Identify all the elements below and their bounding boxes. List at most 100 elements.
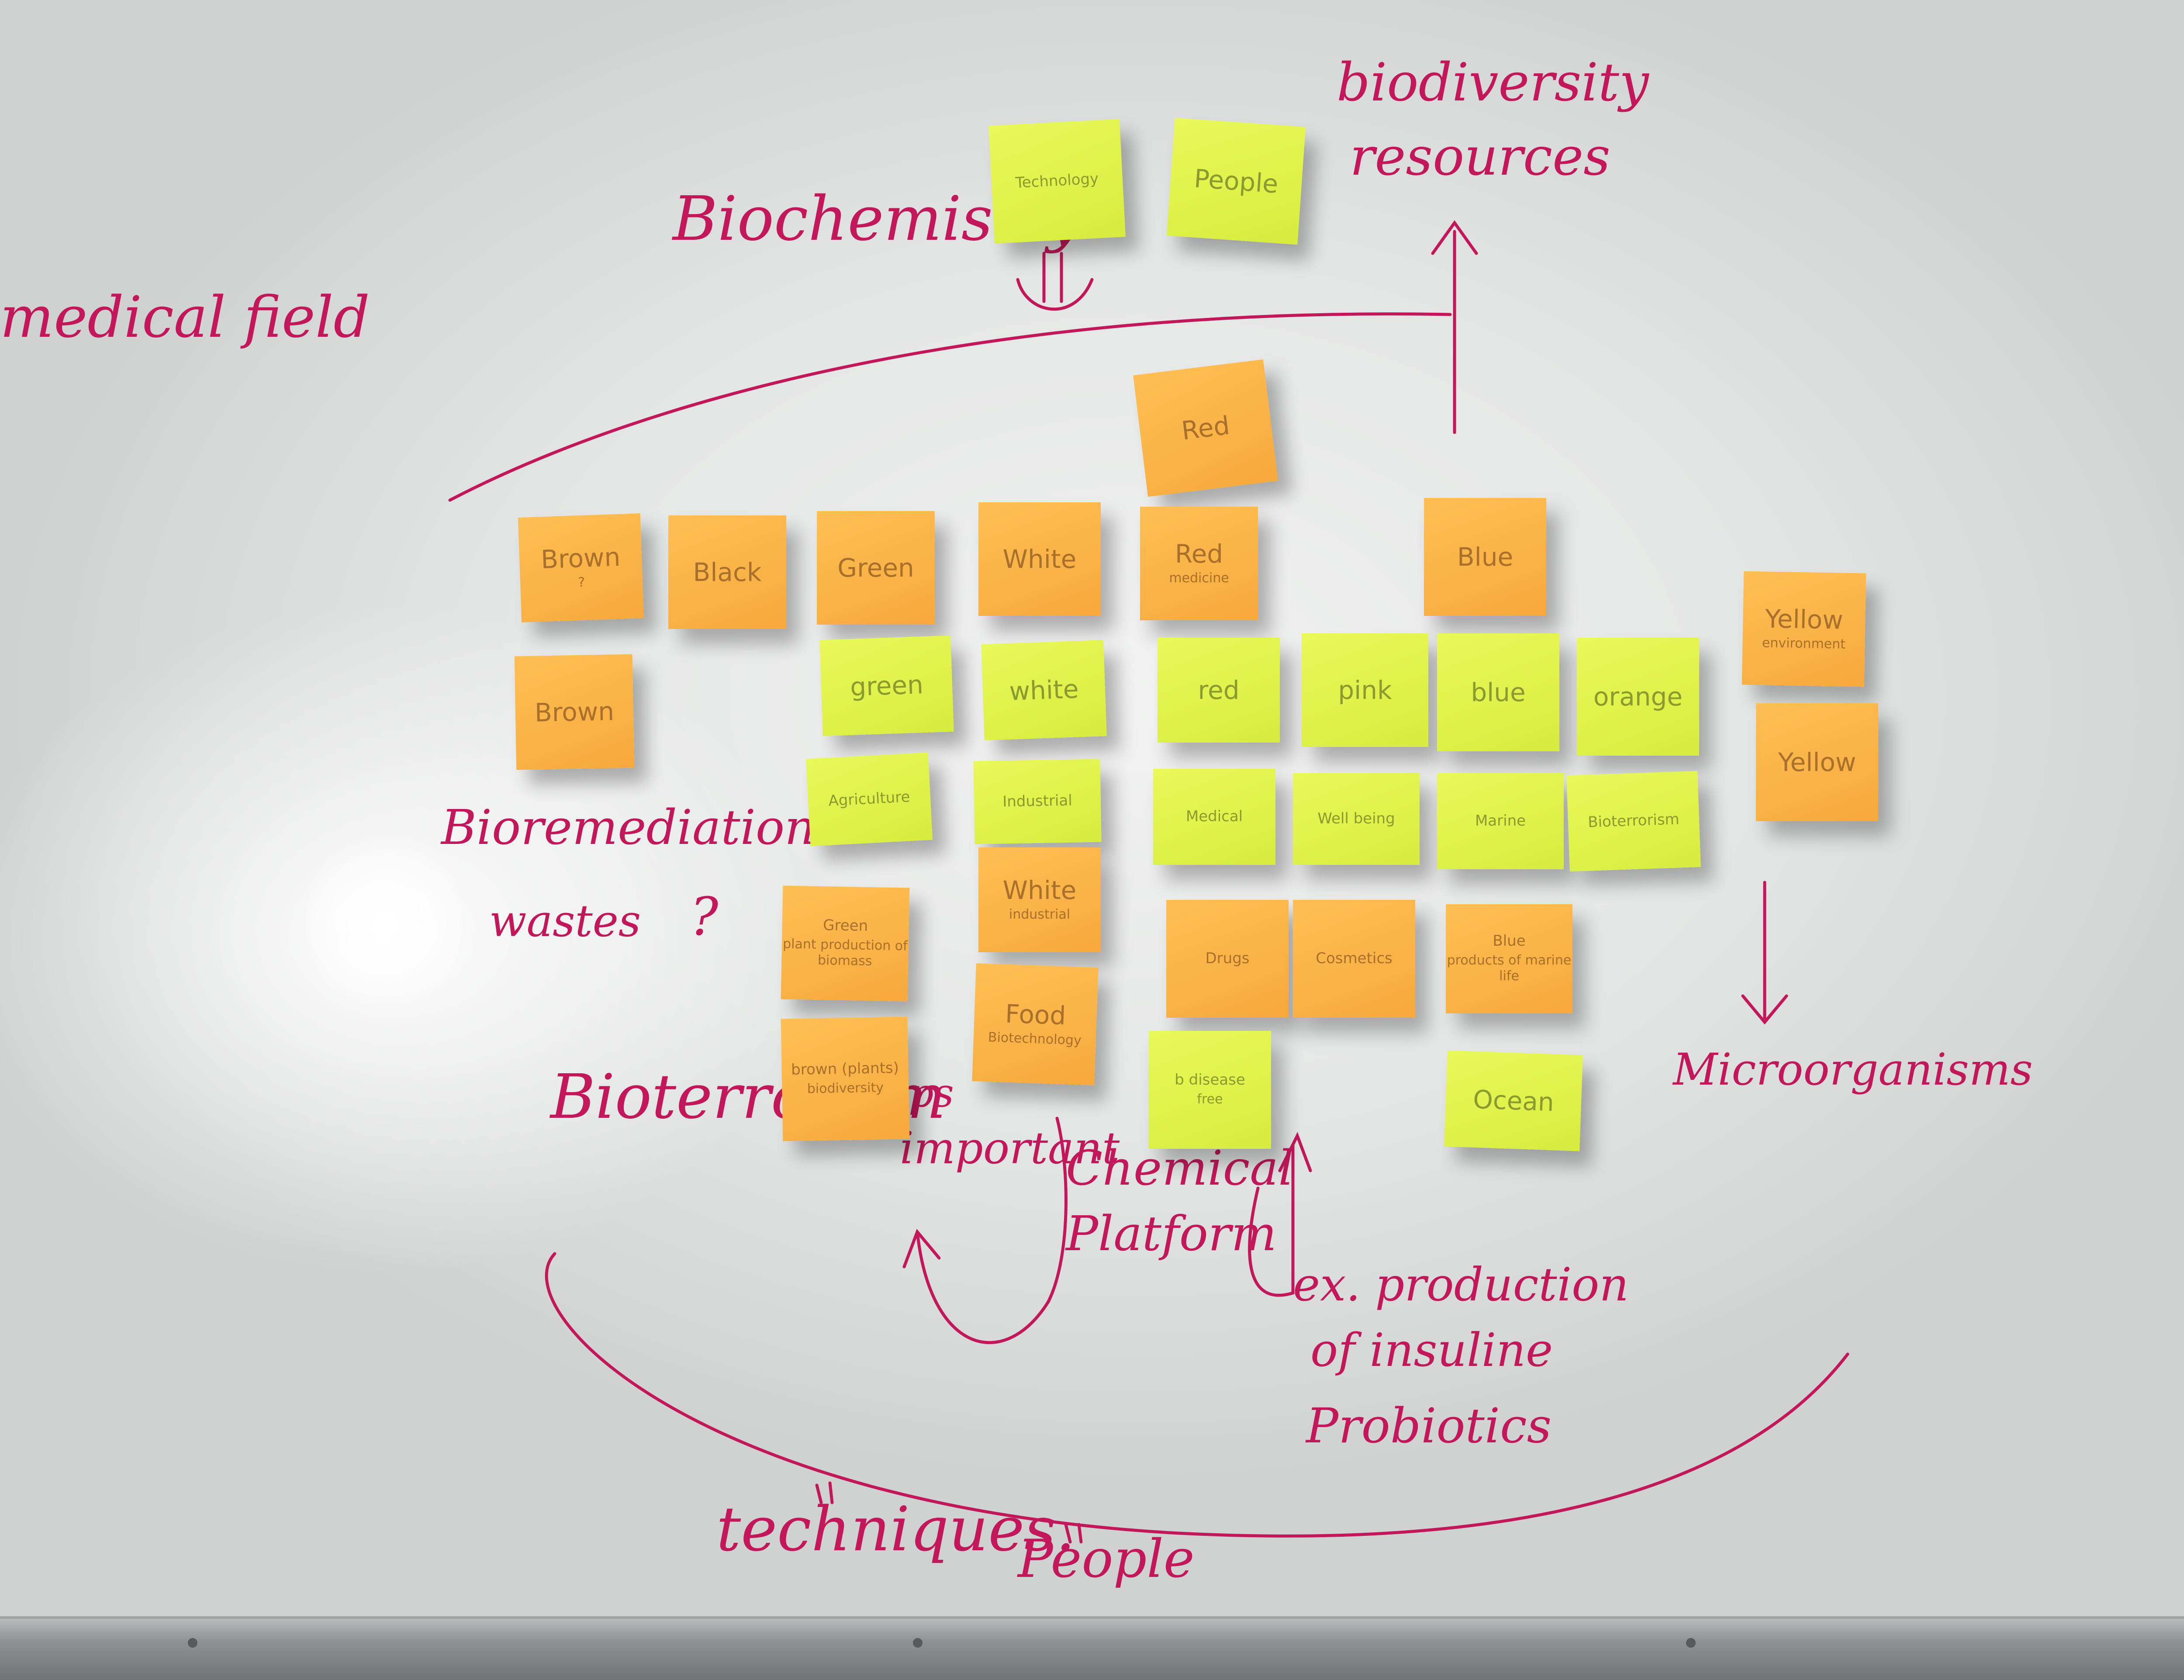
bottom-arc-line: [545, 1252, 1849, 1538]
note-label: Food: [1005, 999, 1067, 1030]
note-pink[interactable]: pink: [1302, 633, 1428, 747]
note-agriculture[interactable]: Agriculture: [805, 752, 933, 847]
note-sublabel: ?: [577, 575, 585, 591]
ticks-techniques: [815, 1481, 1083, 1544]
note-label: White: [1002, 544, 1077, 574]
note-sublabel: free: [1197, 1091, 1223, 1107]
note-sublabel: products of marine life: [1447, 952, 1572, 984]
note-technology[interactable]: Technology: [988, 119, 1126, 244]
people-handwriting-text: People: [1018, 1529, 1195, 1590]
note-blue-green[interactable]: blue: [1437, 633, 1559, 751]
note-label: Medical: [1185, 808, 1243, 826]
ps-text: ps: [909, 1070, 954, 1116]
biodiversity-text: biodiversity: [1337, 52, 1649, 113]
note-label: brown (plants): [791, 1059, 899, 1079]
note-ocean[interactable]: Ocean: [1444, 1050, 1583, 1151]
note-label: Green: [837, 553, 914, 583]
note-brown-top[interactable]: Brown ?: [518, 513, 644, 622]
screw-icon: [188, 1638, 197, 1648]
resources-text: resources: [1350, 127, 1610, 187]
note-label: Well being: [1317, 810, 1395, 828]
note-white-orange[interactable]: White: [978, 502, 1101, 616]
note-label: Blue: [1493, 932, 1526, 950]
note-label: White: [1002, 875, 1077, 905]
note-label: Drugs: [1205, 950, 1250, 968]
arrow-up-insuline: [1248, 1132, 1312, 1297]
note-brown[interactable]: Brown: [514, 654, 635, 770]
note-label: orange: [1593, 681, 1683, 712]
question-mark-text: ?: [690, 887, 719, 947]
note-label: Black: [693, 557, 762, 587]
production-text: ex. production: [1293, 1258, 1629, 1311]
note-marine[interactable]: Marine: [1437, 773, 1564, 869]
note-brown-bottom[interactable]: brown (plants) biodiversity: [781, 1016, 910, 1141]
light-glare: [306, 830, 463, 1013]
note-b-disease-free[interactable]: b disease free: [1149, 1031, 1271, 1149]
note-label: Blue: [1457, 542, 1514, 572]
chemical-text: Chemical: [1066, 1140, 1294, 1196]
note-well-being[interactable]: Well being: [1293, 773, 1420, 865]
note-label: Brown: [534, 696, 615, 728]
note-white-industrial[interactable]: White industrial: [978, 847, 1101, 952]
note-bioterrorism[interactable]: Bioterrorism: [1566, 771, 1701, 872]
note-green-green[interactable]: green: [819, 635, 954, 736]
note-green-orange[interactable]: Green: [817, 511, 935, 625]
note-sublabel: environment: [1762, 635, 1846, 653]
note-label: Yellow: [1778, 747, 1856, 777]
arrow-down-microorganisms: [1741, 881, 1788, 1025]
note-sublabel: industrial: [1009, 907, 1071, 923]
note-label: Red: [1175, 539, 1223, 569]
note-label: white: [1009, 674, 1079, 706]
note-cosmetics[interactable]: Cosmetics: [1293, 900, 1415, 1018]
techniques-text: techniques.: [716, 1494, 1075, 1565]
note-label: Agriculture: [828, 788, 911, 810]
note-white-green[interactable]: white: [981, 640, 1107, 740]
note-label: Brown: [540, 542, 621, 574]
note-yellow[interactable]: Yellow: [1756, 703, 1878, 821]
note-sublabel: biodiversity: [807, 1080, 884, 1097]
note-food-biotech[interactable]: Food Biotechnology: [972, 963, 1099, 1085]
note-sublabel: plant production of biomass: [782, 936, 908, 969]
note-green-bottom[interactable]: Green plant production of biomass: [781, 885, 910, 1002]
note-label: Yellow: [1765, 603, 1844, 635]
whiteboard-tray: [0, 1616, 2184, 1680]
note-yellow-top[interactable]: Yellow environment: [1742, 571, 1866, 687]
arrow-down-technology: [1016, 252, 1094, 311]
note-drugs[interactable]: Drugs: [1166, 900, 1289, 1018]
note-label: blue: [1471, 677, 1526, 707]
wastes-text: wastes: [489, 895, 641, 947]
note-blue-bottom[interactable]: Blue products of marine life: [1446, 904, 1572, 1013]
note-blue-orange[interactable]: Blue: [1424, 498, 1546, 616]
note-red-green[interactable]: red: [1158, 638, 1280, 743]
insuline-text: of insuline: [1310, 1324, 1553, 1377]
note-label: Bioterrorism: [1587, 810, 1680, 831]
note-label: Marine: [1475, 812, 1526, 830]
note-sublabel: Biotechnology: [988, 1030, 1082, 1049]
note-people[interactable]: People: [1166, 118, 1306, 245]
note-label: Cosmetics: [1316, 950, 1393, 968]
bioremediation-text: Bioremediation: [441, 799, 816, 855]
note-label: Red: [1180, 410, 1231, 446]
ink-drawings: [448, 220, 1849, 1544]
note-medical[interactable]: Medical: [1153, 769, 1275, 865]
medical-field-text: medical field: [0, 284, 370, 350]
note-industrial[interactable]: Industrial: [973, 759, 1102, 844]
arrow-to-resources: [1431, 220, 1478, 434]
probiotics-text: Probiotics: [1306, 1398, 1552, 1454]
note-red-top[interactable]: Red: [1133, 359, 1278, 497]
note-label: Industrial: [1002, 792, 1073, 811]
note-label: b disease: [1175, 1071, 1245, 1089]
note-label: pink: [1338, 675, 1392, 705]
note-label: Ocean: [1472, 1084, 1555, 1117]
note-red-medicine[interactable]: Red medicine: [1140, 507, 1258, 620]
note-label: green: [850, 669, 924, 702]
platform-text: Platform: [1066, 1206, 1277, 1262]
note-label: red: [1198, 675, 1240, 705]
note-black[interactable]: Black: [668, 515, 786, 629]
top-arc-line: [448, 312, 1452, 502]
screw-icon: [913, 1638, 923, 1648]
important-text: important: [900, 1123, 1120, 1174]
note-orange-green[interactable]: orange: [1577, 638, 1699, 756]
curved-arrow-important: [902, 1117, 1068, 1345]
note-label: Technology: [1015, 170, 1099, 192]
